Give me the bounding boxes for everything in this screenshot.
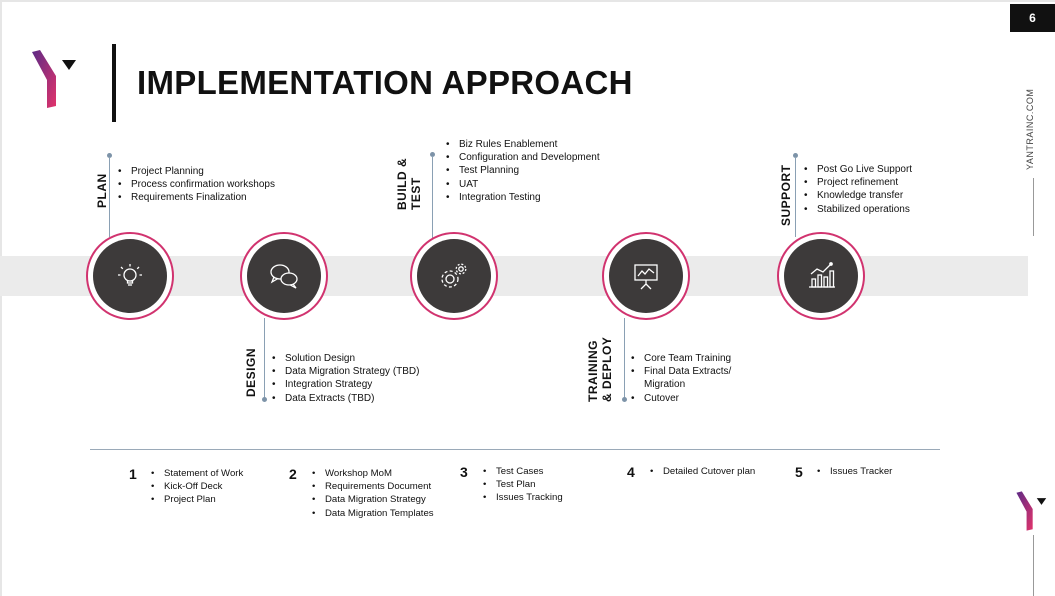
stage-circle-training-deploy[interactable] xyxy=(602,232,690,320)
list-item: Requirements Document xyxy=(312,480,434,493)
connector-line xyxy=(109,157,110,237)
side-divider-lower xyxy=(1033,535,1034,596)
title-accent-bar xyxy=(112,44,116,122)
stage-circle-build-test[interactable] xyxy=(410,232,498,320)
stage-label-line: BUILD & xyxy=(395,157,409,210)
list-item: Requirements Finalization xyxy=(118,191,275,204)
deliverable-number: 3 xyxy=(460,464,468,480)
stage-build-test-list: Biz Rules Enablement Configuration and D… xyxy=(446,138,600,204)
stage-plan-list: Project Planning Process confirmation wo… xyxy=(118,165,275,205)
stage-label-training-deploy: TRAINING & DEPLOY xyxy=(586,334,616,402)
deliverable-list-4: Detailed Cutover plan xyxy=(650,465,755,478)
stage-circle-design[interactable] xyxy=(240,232,328,320)
list-item: Migration xyxy=(644,379,686,391)
list-item: Kick-Off Deck xyxy=(151,480,243,493)
frame-top xyxy=(0,0,1055,2)
list-item: Issues Tracking xyxy=(483,491,563,504)
list-item: Test Plan xyxy=(483,478,563,491)
list-item: Integration Testing xyxy=(446,191,600,204)
stage-label-line: TEST xyxy=(409,177,423,210)
list-item: Data Migration Templates xyxy=(312,507,434,520)
stage-label-line: TRAINING xyxy=(586,340,600,402)
stage-circle-support[interactable] xyxy=(777,232,865,320)
stage-label-build-test: BUILD & TEST xyxy=(395,154,425,210)
list-item: Final Data Extracts/ xyxy=(631,365,731,378)
deliverable-list-2: Workshop MoM Requirements Document Data … xyxy=(312,467,434,520)
deliverable-number: 1 xyxy=(129,466,137,482)
yantra-logo-icon xyxy=(32,50,76,108)
list-item: Stabilized operations xyxy=(804,203,912,216)
deliverable-number: 4 xyxy=(627,464,635,480)
list-item: Biz Rules Enablement xyxy=(446,138,600,151)
list-item: Statement of Work xyxy=(151,467,243,480)
list-item: Post Go Live Support xyxy=(804,163,912,176)
connector-dot xyxy=(430,152,435,157)
stage-circle-plan[interactable] xyxy=(86,232,174,320)
list-item: Detailed Cutover plan xyxy=(650,465,755,478)
yantra-logo-small-icon xyxy=(1016,491,1047,531)
list-item: Configuration and Development xyxy=(446,151,600,164)
connector-line xyxy=(795,157,796,237)
page-number: 6 xyxy=(1010,4,1055,32)
presentation-board-icon xyxy=(634,264,658,290)
list-item: Issues Tracker xyxy=(817,465,892,478)
stage-label-design: DESIGN xyxy=(244,347,258,397)
frame-left xyxy=(0,0,2,596)
list-item: Project Planning xyxy=(118,165,275,178)
stage-training-deploy-list: Core Team Training Final Data Extracts/ … xyxy=(631,352,731,405)
website-label: YANTRAINC.COM xyxy=(1025,88,1035,170)
page-title: IMPLEMENTATION APPROACH xyxy=(137,64,633,101)
list-item: UAT xyxy=(446,178,600,191)
list-item: Cutover xyxy=(631,392,731,405)
deliverable-list-5: Issues Tracker xyxy=(817,465,892,478)
lightbulb-icon xyxy=(118,264,142,286)
connector-dot xyxy=(262,397,267,402)
list-item: Workshop MoM xyxy=(312,467,434,480)
deliverable-list-1: Statement of Work Kick-Off Deck Project … xyxy=(151,467,243,507)
list-item: Process confirmation workshops xyxy=(118,178,275,191)
stage-label-line: & DEPLOY xyxy=(600,336,614,402)
stage-design-list: Solution Design Data Migration Strategy … xyxy=(272,352,420,405)
list-item: Solution Design xyxy=(272,352,420,365)
connector-line xyxy=(432,156,433,238)
connector-dot xyxy=(107,153,112,158)
list-item: Core Team Training xyxy=(631,352,731,365)
growth-chart-icon xyxy=(809,262,835,288)
stage-label-support: SUPPORT xyxy=(779,164,793,226)
side-divider xyxy=(1033,178,1034,236)
list-item: Test Cases xyxy=(483,465,563,478)
deliverable-number: 5 xyxy=(795,464,803,480)
deliverable-list-3: Test Cases Test Plan Issues Tracking xyxy=(483,465,563,505)
gears-icon xyxy=(441,263,467,288)
list-item: Integration Strategy xyxy=(272,378,420,391)
list-item: Data Extracts (TBD) xyxy=(272,392,420,405)
list-item: Data Migration Strategy xyxy=(312,493,434,506)
list-item: Test Planning xyxy=(446,164,600,177)
section-divider xyxy=(90,449,940,450)
connector-dot xyxy=(793,153,798,158)
stage-support-list: Post Go Live Support Project refinement … xyxy=(804,163,912,216)
connector-line xyxy=(624,318,625,398)
connector-dot xyxy=(622,397,627,402)
list-item: Knowledge transfer xyxy=(804,189,912,202)
list-item: Project refinement xyxy=(804,176,912,189)
list-item: Project Plan xyxy=(151,493,243,506)
stage-label-plan: PLAN xyxy=(95,173,109,208)
list-item: Data Migration Strategy (TBD) xyxy=(272,365,420,378)
deliverable-number: 2 xyxy=(289,466,297,482)
connector-line xyxy=(264,318,265,398)
chat-bubbles-icon xyxy=(270,264,298,289)
